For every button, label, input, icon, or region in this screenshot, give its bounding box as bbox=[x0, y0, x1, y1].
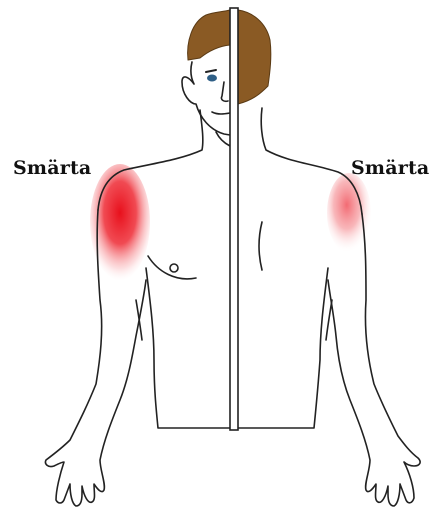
right-arm-outline bbox=[328, 214, 420, 506]
hair-left bbox=[188, 10, 230, 60]
center-divider bbox=[230, 8, 238, 430]
hair-right bbox=[238, 10, 271, 104]
nipple bbox=[170, 264, 178, 272]
torso-right-outline bbox=[238, 268, 328, 428]
pain-label-right: Smärta bbox=[351, 157, 429, 179]
pain-label-left: Smärta bbox=[13, 157, 91, 179]
torso-left-outline bbox=[146, 268, 230, 428]
eye bbox=[208, 75, 217, 81]
pain-area-left-shoulder bbox=[90, 164, 150, 280]
